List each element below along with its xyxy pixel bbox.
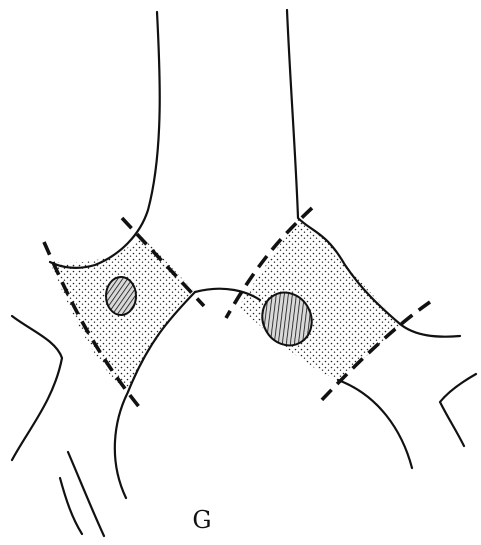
right-lower-body-outline	[338, 380, 412, 468]
panel-label: G	[0, 506, 404, 534]
left-nucleus	[106, 277, 136, 315]
left-upper-process-outline	[50, 12, 160, 268]
right-stippled-segment	[238, 218, 400, 380]
right-hook-outline	[440, 374, 476, 446]
right-branch-outline	[400, 324, 460, 337]
left-outer-outline	[12, 316, 62, 460]
